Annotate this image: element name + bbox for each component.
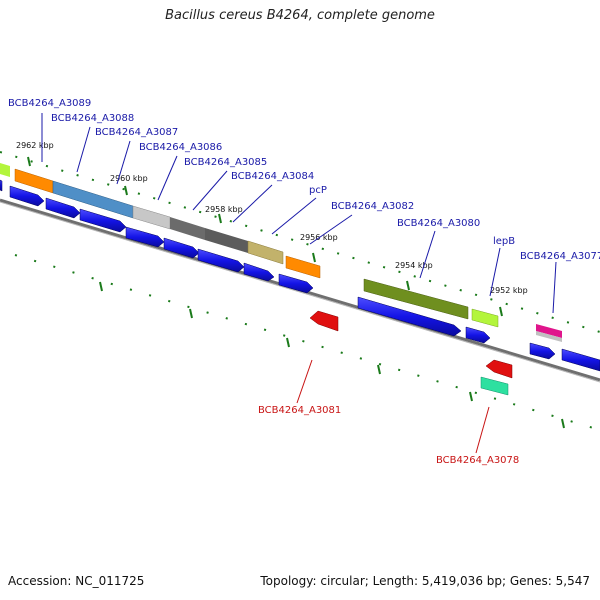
gene-label[interactable]: BCB4264_A3088: [51, 113, 134, 124]
gene-block: [309, 310, 339, 332]
gene-block: [205, 228, 248, 253]
gene-block: [285, 255, 321, 279]
reverse-feature-track: [309, 310, 513, 396]
genome-summary-text: Topology: circular; Length: 5,419,036 bp…: [260, 574, 590, 588]
gene-label[interactable]: BCB4264_A3080: [397, 218, 480, 229]
kbp-label: 2952 kbp: [490, 286, 528, 295]
gene-block: [536, 331, 562, 342]
lower-tick-track: [14, 254, 600, 431]
kbp-label: 2958 kbp: [205, 205, 243, 214]
gene-block: [132, 205, 171, 230]
kbp-label: 2954 kbp: [395, 261, 433, 270]
gene-block: [480, 376, 509, 396]
accession-text: Accession: NC_011725: [8, 574, 145, 588]
label-leader-lines: [41, 113, 557, 454]
gene-block: [0, 163, 10, 177]
gene-block: [471, 308, 499, 328]
gene-label[interactable]: BCB4264_A3089: [8, 98, 91, 109]
gene-label[interactable]: BCB4264_A3078: [436, 455, 519, 466]
kbp-label: 2960 kbp: [110, 174, 148, 183]
gene-block: [247, 240, 284, 265]
cds-track: [0, 179, 600, 372]
gene-label[interactable]: BCB4264_A3082: [331, 201, 414, 212]
gene-block: [485, 359, 513, 379]
gene-label[interactable]: BCB4264_A3077: [520, 251, 600, 262]
gene-block: [536, 324, 562, 338]
upper-major-ticks: [27, 156, 503, 317]
gene-label[interactable]: BCB4264_A3085: [184, 157, 267, 168]
gene-block: [363, 278, 469, 320]
gene-label[interactable]: BCB4264_A3087: [95, 127, 178, 138]
gene-label[interactable]: lepB: [493, 236, 515, 247]
gene-label[interactable]: pcP: [309, 185, 327, 196]
kbp-label: 2962 kbp: [16, 141, 54, 150]
gene-label[interactable]: BCB4264_A3084: [231, 171, 314, 182]
gene-label[interactable]: BCB4264_A3081: [258, 405, 341, 416]
gene-label[interactable]: BCB4264_A3086: [139, 142, 222, 153]
gene-block: [170, 217, 205, 240]
map-title: Bacillus cereus B4264, complete genome: [165, 8, 435, 23]
lower-major-ticks: [99, 281, 565, 429]
forward-feature-track: [0, 163, 562, 342]
